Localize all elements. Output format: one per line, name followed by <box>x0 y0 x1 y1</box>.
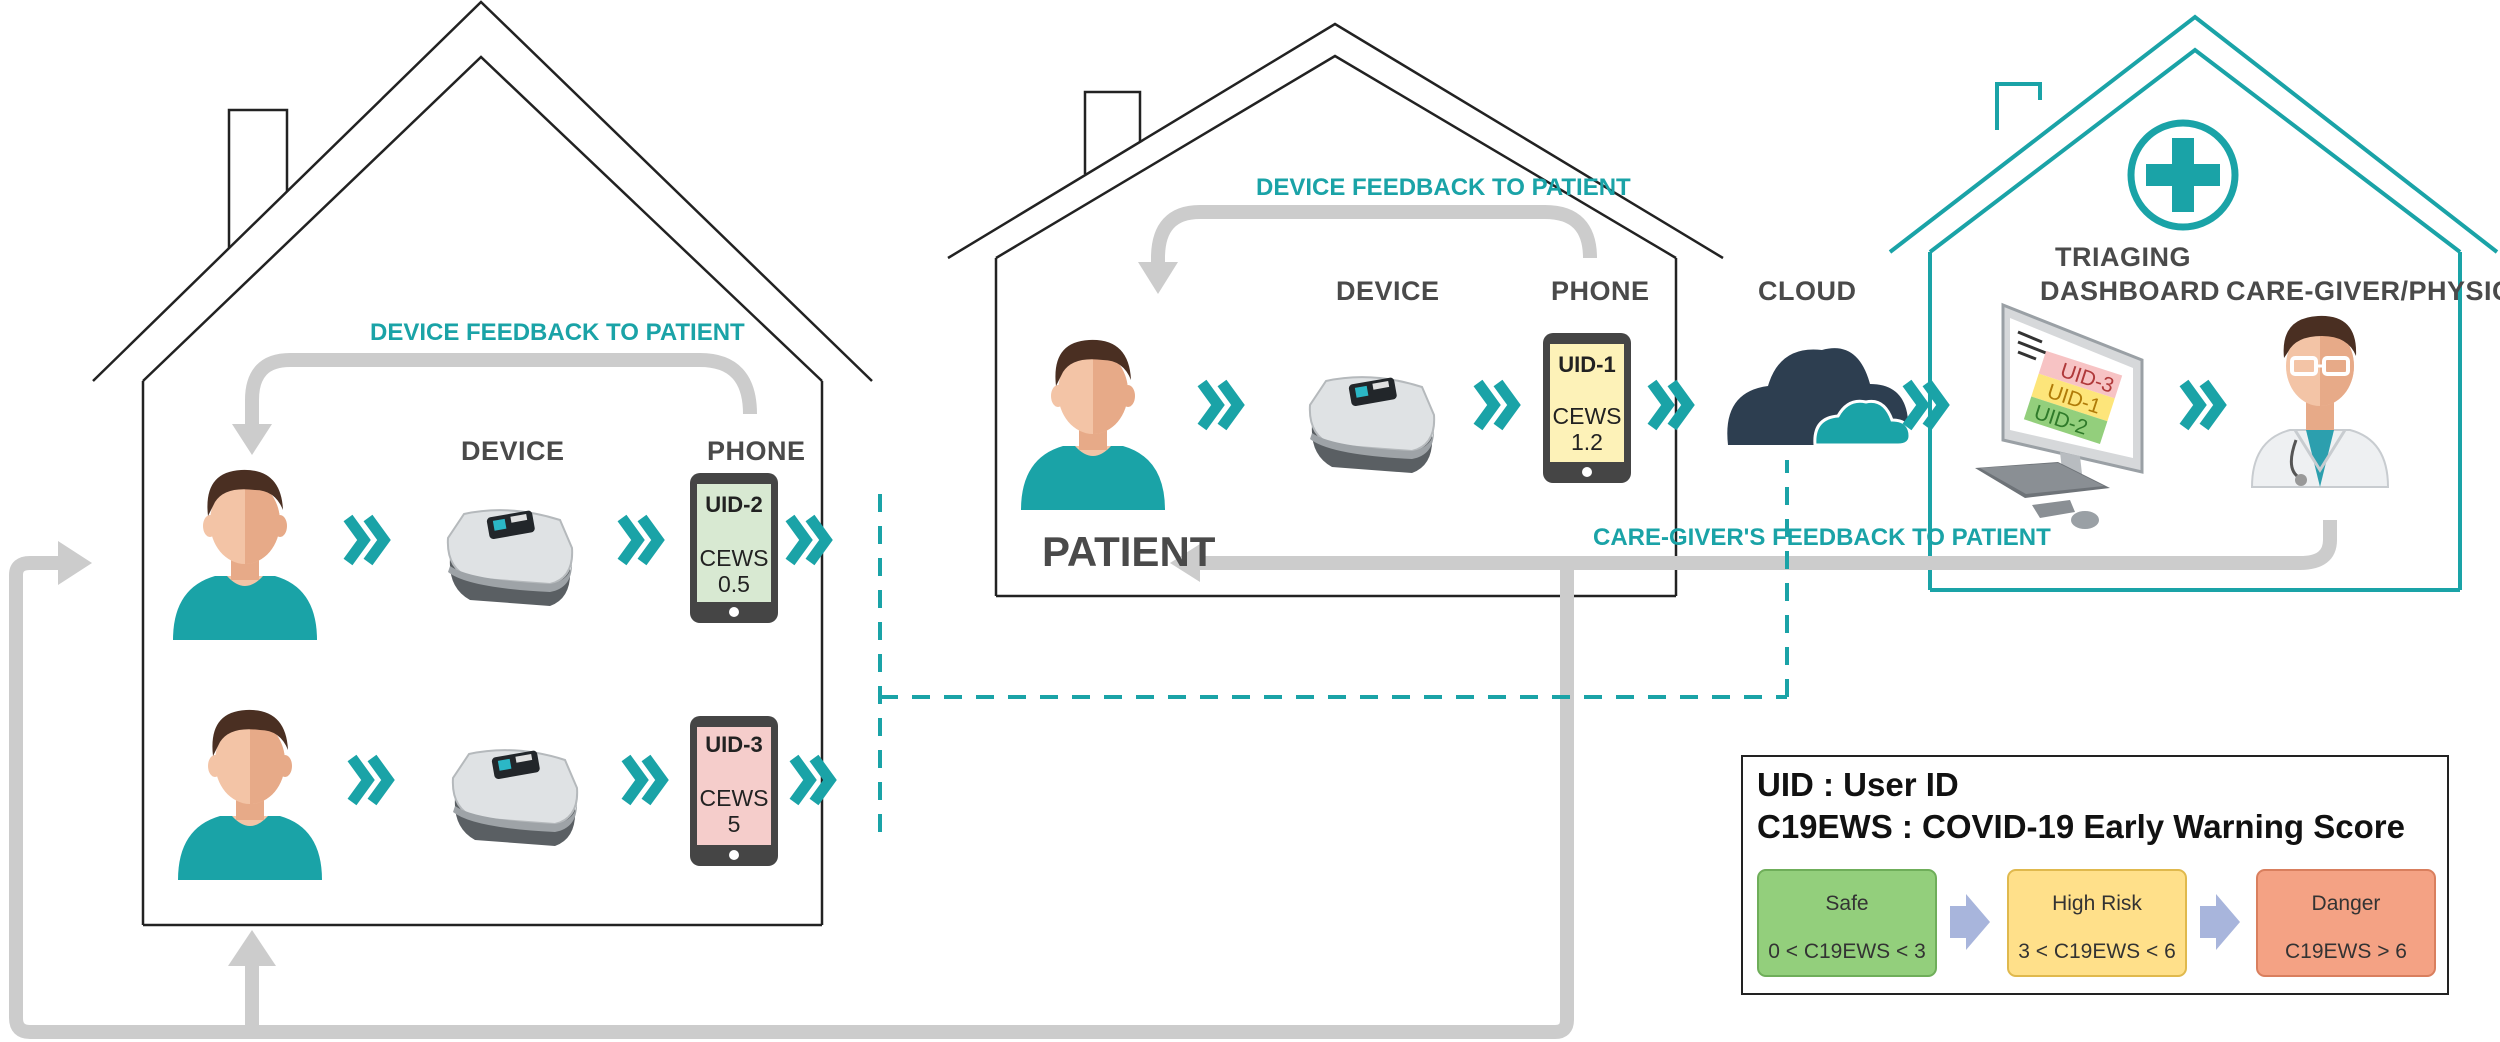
legend-uid-definition: UID : User ID <box>1757 766 1959 803</box>
chevron-right-icon <box>794 758 830 802</box>
legend-danger-title: Danger <box>2312 892 2381 915</box>
triaging-label: TRIAGING <box>2055 242 2191 272</box>
hospital-house <box>1888 14 2499 592</box>
triaging-dashboard-monitor: UID-3 UID-1 UID-2 <box>1975 302 2144 529</box>
patient-label: PATIENT <box>1042 528 1216 575</box>
chevron-right-icon <box>1202 383 1238 427</box>
patient-uid3-avatar <box>178 709 322 880</box>
phone-uid2-score: 0.5 <box>718 571 750 597</box>
legend-c19ews-definition: C19EWS : COVID-19 Early Warning Score <box>1757 808 2405 845</box>
pulse-oximeter-device <box>451 749 579 847</box>
cloud-icon <box>1727 348 1912 447</box>
chevron-right-icon <box>348 518 384 562</box>
dashboard-label: DASHBOARD <box>2040 276 2220 306</box>
pulse-oximeter-device <box>1308 376 1436 474</box>
chevron-right-icon <box>352 758 388 802</box>
chevron-right-icon <box>622 518 658 562</box>
phone-uid3: UID-3 CEWS 5 <box>690 716 778 866</box>
chevron-right-icon <box>790 518 826 562</box>
arrow-right-icon <box>2200 894 2240 950</box>
phone-uid3-score: 5 <box>728 811 741 837</box>
gray-feedback-arrows <box>8 205 2337 1039</box>
cloud-uplink-dashed <box>878 460 1789 842</box>
caregiver-feedback-label: CARE-GIVER'S FEEDBACK TO PATIENT <box>1593 524 2051 551</box>
phone-uid3-id: UID-3 <box>705 732 762 757</box>
pulse-oximeter-device <box>446 509 574 607</box>
chevron-right-icon <box>1907 383 1943 427</box>
phone-uid3-score-label: CEWS <box>700 785 769 811</box>
left-house <box>92 0 873 927</box>
left-phone-label: PHONE <box>707 436 806 466</box>
medical-cross-icon <box>2127 119 2239 231</box>
legend-high-risk-range: 3 < C19EWS < 6 <box>2018 940 2176 963</box>
patient-uid2-avatar <box>173 469 317 640</box>
middle-device-feedback-label: DEVICE FEEDBACK TO PATIENT <box>1256 174 1631 201</box>
middle-house <box>947 22 1724 598</box>
chevron-right-icon <box>1652 383 1688 427</box>
chevron-right-icon <box>1478 383 1514 427</box>
phone-uid1-score: 1.2 <box>1571 429 1603 455</box>
legend-danger-box <box>2256 869 2436 977</box>
caregiver-physician-avatar <box>2250 315 2390 488</box>
left-device-feedback-label: DEVICE FEEDBACK TO PATIENT <box>370 319 745 346</box>
phone-uid1-score-label: CEWS <box>1553 403 1622 429</box>
phone-uid1-id: UID-1 <box>1558 352 1615 377</box>
chevron-right-icon <box>626 758 662 802</box>
legend-safe-title: Safe <box>1825 892 1868 915</box>
legend-safe-box <box>1757 869 1937 977</box>
legend-safe-range: 0 < C19EWS < 3 <box>1768 940 1926 963</box>
phone-uid2-score-label: CEWS <box>700 545 769 571</box>
patient-uid1-avatar <box>1021 339 1165 510</box>
legend-danger-range: C19EWS > 6 <box>2285 940 2407 963</box>
left-device-label: DEVICE <box>461 436 565 466</box>
caregiver-label: CARE-GIVER/PHYSICIAN <box>2226 276 2500 306</box>
legend-high-risk-box <box>2007 869 2187 977</box>
phone-uid1: UID-1 CEWS 1.2 <box>1543 333 1631 483</box>
arrow-right-icon <box>1950 894 1990 950</box>
middle-device-label: DEVICE <box>1336 276 1440 306</box>
cloud-label: CLOUD <box>1758 276 1857 306</box>
legend-box: UID : User ID C19EWS : COVID-19 Early Wa… <box>1741 755 2449 995</box>
phone-uid2: UID-2 CEWS 0.5 <box>690 473 778 623</box>
chevron-right-icon <box>2184 383 2220 427</box>
middle-phone-label: PHONE <box>1551 276 1650 306</box>
phone-uid2-id: UID-2 <box>705 492 762 517</box>
legend-high-risk-title: High Risk <box>2052 892 2142 915</box>
